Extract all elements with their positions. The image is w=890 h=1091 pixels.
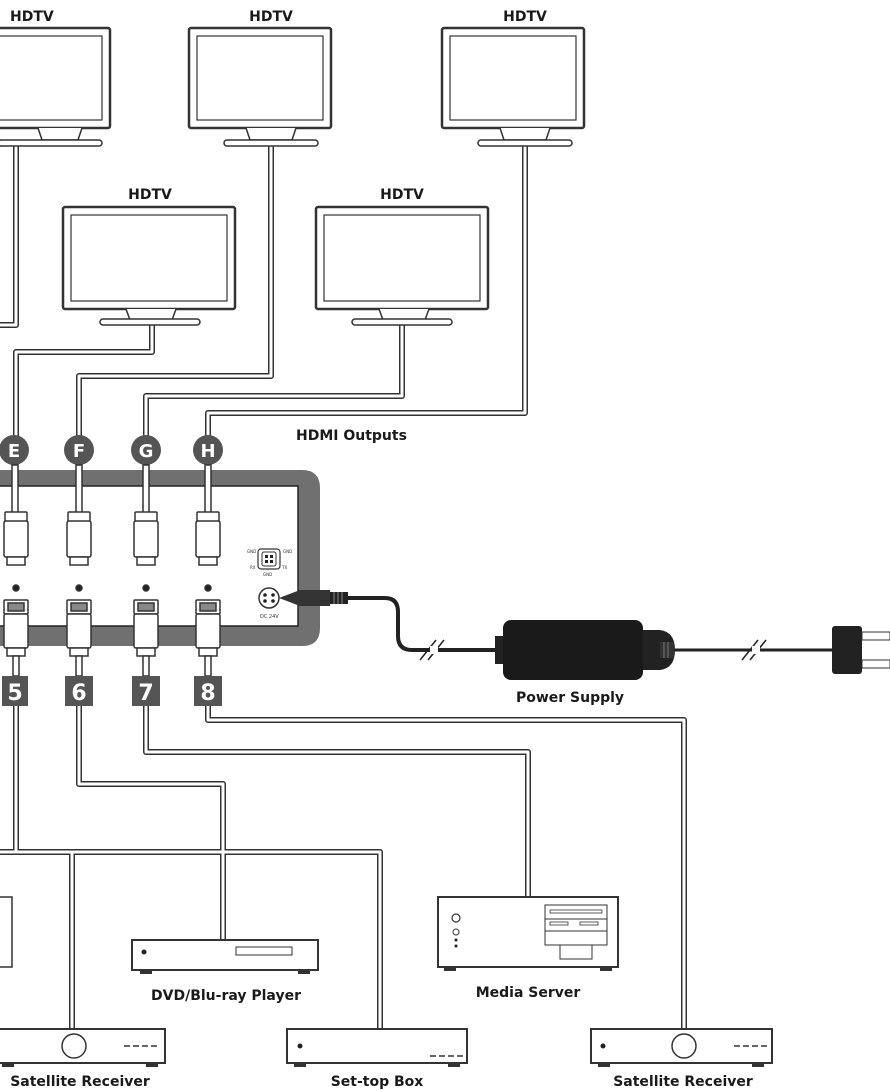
source-partial-left	[0, 896, 13, 968]
power-supply: Power Supply	[279, 590, 890, 706]
hdtv-3: HDTV	[440, 9, 586, 147]
input-badges: 5 6 7 8	[2, 676, 222, 706]
output-badge-e: E	[0, 435, 29, 465]
cable-7-to-media-server	[143, 706, 531, 896]
input-badge-6: 6	[65, 676, 93, 706]
ir-rx: RX	[250, 565, 256, 570]
svg-text:6: 6	[71, 681, 86, 706]
hdmi-output-cables	[0, 145, 528, 440]
hdtv-1-label: HDTV	[10, 9, 54, 25]
satellite-receiver-left-label: Satellite Receiver	[10, 1074, 150, 1090]
cable-5-to-sat-left	[13, 706, 75, 1040]
media-server-label: Media Server	[476, 985, 581, 1001]
cable-tv1-to-e	[0, 145, 19, 328]
hdtv-4-label: HDTV	[128, 187, 172, 203]
set-top-box: Set-top Box	[286, 1028, 468, 1090]
ir-gnd-right: GND	[283, 549, 292, 554]
hdtv-2-label: HDTV	[249, 9, 293, 25]
output-badges: E F G H	[0, 435, 223, 465]
output-badge-h: H	[193, 435, 223, 465]
set-top-box-label: Set-top Box	[331, 1074, 424, 1090]
svg-text:G: G	[139, 441, 154, 462]
output-badge-f: F	[64, 435, 94, 465]
media-server: Media Server	[437, 896, 619, 1001]
input-badge-5: 5	[2, 676, 28, 706]
hdmi-input-5	[3, 599, 29, 677]
hdtv-5: HDTV	[314, 187, 490, 326]
satellite-receiver-right-label: Satellite Receiver	[613, 1074, 753, 1090]
input-badge-7: 7	[132, 676, 160, 706]
dc-label: DC 24V	[260, 614, 279, 620]
hdmi-outputs-label: HDMI Outputs	[296, 428, 407, 444]
input-connectors	[3, 599, 221, 677]
output-badge-g: G	[131, 435, 161, 465]
svg-text:F: F	[73, 441, 85, 462]
cable-tv4-to-e	[13, 325, 155, 440]
input-badge-8: 8	[194, 676, 222, 706]
hdtv-4: HDTV	[61, 187, 237, 326]
output-connectors	[3, 464, 221, 592]
ir-tx: TX	[281, 565, 287, 570]
hdmi-input-6	[66, 599, 92, 677]
hdmi-connector-h	[195, 464, 221, 592]
ir-gnd-bottom: GND	[263, 572, 272, 577]
svg-text:7: 7	[138, 681, 153, 706]
hdmi-input-7	[133, 599, 159, 677]
hdmi-connector-e	[3, 464, 29, 592]
satellite-receiver-left: Satellite Receiver	[0, 1028, 166, 1090]
hdmi-input-cables	[0, 706, 687, 1042]
power-supply-label: Power Supply	[516, 690, 624, 706]
dvd-player-label: DVD/Blu-ray Player	[151, 988, 301, 1004]
svg-text:5: 5	[7, 681, 22, 706]
svg-text:8: 8	[200, 681, 215, 706]
svg-text:E: E	[8, 441, 20, 462]
svg-text:H: H	[200, 441, 215, 462]
hdtv-2: HDTV	[187, 9, 333, 147]
cable-6-to-dvd	[76, 706, 226, 940]
hdmi-connector-f	[66, 464, 92, 592]
hdtv-1: HDTV	[0, 9, 112, 147]
hdmi-input-8	[195, 599, 221, 677]
hdtv-3-label: HDTV	[503, 9, 547, 25]
satellite-receiver-right: Satellite Receiver	[590, 1028, 773, 1090]
dc-power-jack: DC 24V	[258, 587, 280, 620]
ir-gnd-left: GND	[247, 549, 256, 554]
hdmi-connector-g	[133, 464, 159, 592]
dvd-player: DVD/Blu-ray Player	[131, 939, 319, 1004]
hdtv-5-label: HDTV	[380, 187, 424, 203]
ir-control-port: GND GND RX TX GND	[247, 548, 292, 577]
